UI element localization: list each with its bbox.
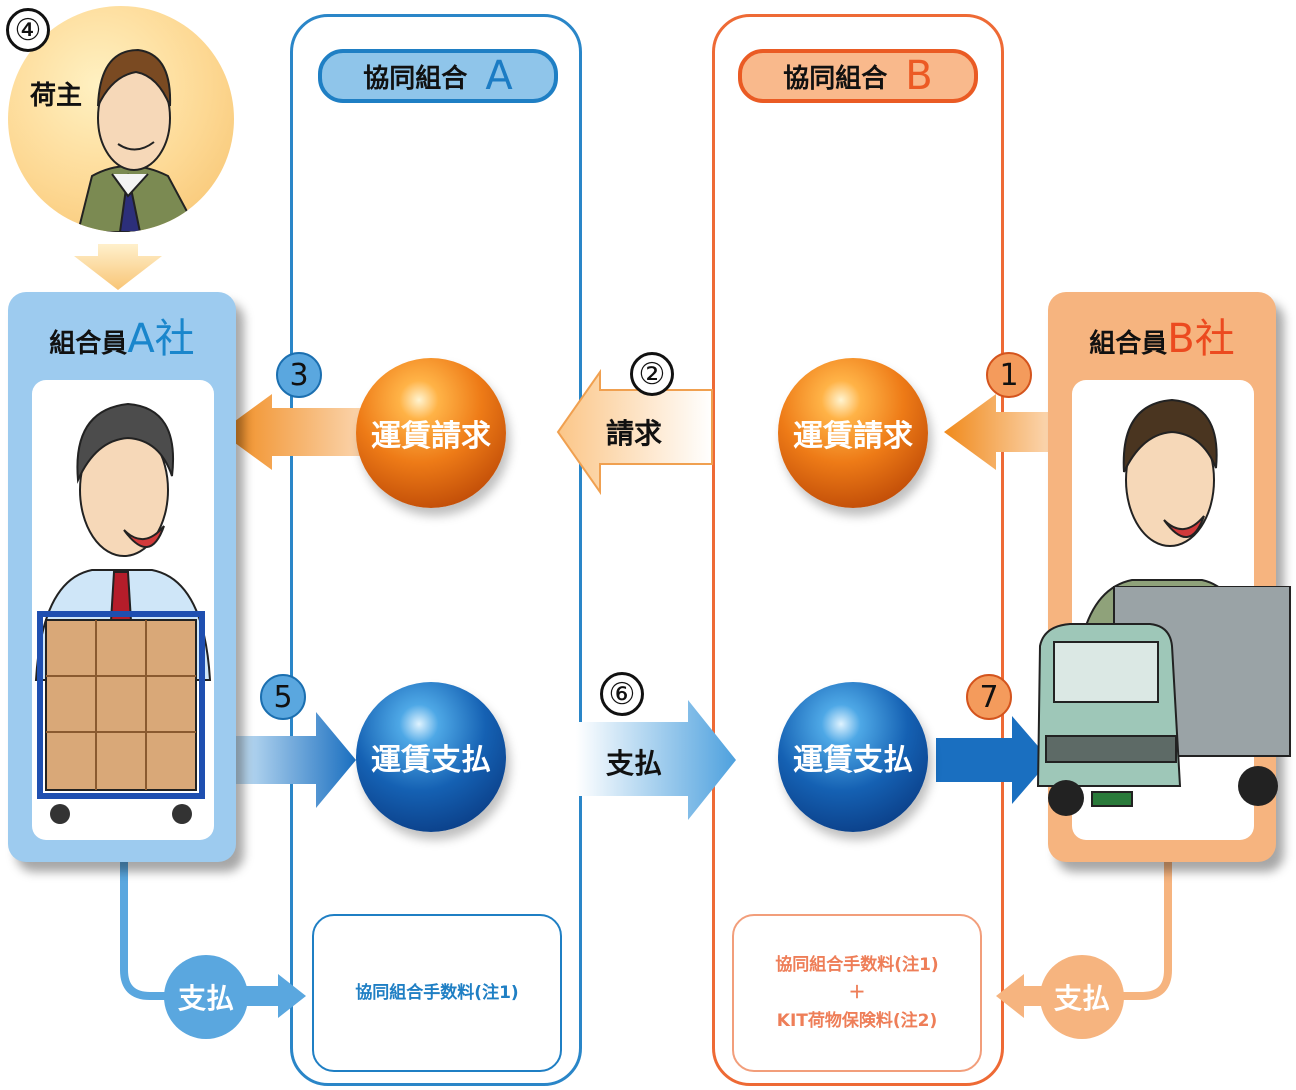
fee-arrow-b bbox=[996, 974, 1044, 1018]
payment-sphere-a: 運賃支払 bbox=[356, 682, 506, 832]
member-a-prefix: 組合員 bbox=[49, 329, 128, 359]
shipper-label: 荷主 bbox=[30, 81, 83, 111]
member-a-title: 組合員A社 bbox=[8, 306, 236, 364]
member-a-illustration bbox=[32, 380, 214, 840]
coop-a-header: 協同組合 A bbox=[318, 49, 558, 103]
step-5-badge: 5 bbox=[260, 674, 306, 720]
payment-sphere-b: 運賃支払 bbox=[778, 682, 928, 832]
billing-sphere-a: 運賃請求 bbox=[356, 358, 506, 508]
payment-arrow-a bbox=[236, 712, 356, 808]
shipper-circle bbox=[8, 6, 234, 232]
coop-b-lane bbox=[712, 14, 1004, 1086]
step-6-badge: ⑥ bbox=[600, 672, 644, 716]
payment-arrow-b bbox=[936, 716, 1050, 804]
invoice-label: 請求 bbox=[606, 417, 663, 450]
member-b-prefix: 組合員 bbox=[1089, 329, 1168, 359]
coop-b-letter: B bbox=[905, 53, 933, 99]
fee-connector-a bbox=[120, 862, 170, 1000]
member-a-panel: 組合員A社 bbox=[8, 292, 236, 862]
billing-arrow-a bbox=[220, 394, 365, 470]
payment-middle-arrow bbox=[576, 700, 736, 820]
coop-a-letter: A bbox=[485, 53, 513, 99]
shipper-businessman-icon bbox=[76, 48, 200, 232]
step-4-badge: ④ bbox=[6, 8, 50, 52]
fee-note-a-text: 協同組合手数料(注1) bbox=[355, 983, 519, 1003]
invoice-middle-arrow bbox=[556, 368, 713, 496]
fee-note-b-line2: KIT荷物保険料(注2) bbox=[776, 1011, 938, 1031]
billing-sphere-b: 運賃請求 bbox=[778, 358, 928, 508]
fee-connector-b bbox=[1120, 862, 1172, 1000]
coop-a-prefix: 協同組合 bbox=[363, 63, 468, 94]
fee-note-b-line1: 協同組合手数料(注1) bbox=[775, 955, 939, 975]
payment-label: 支払 bbox=[606, 747, 663, 780]
fee-note-b: 協同組合手数料(注1) ＋ KIT荷物保険料(注2) bbox=[732, 914, 982, 1072]
fee-note-a: 協同組合手数料(注1) bbox=[312, 914, 562, 1072]
member-b-company: B社 bbox=[1167, 316, 1235, 362]
coop-b-header: 協同組合 B bbox=[738, 49, 978, 103]
step-7-badge: 7 bbox=[966, 674, 1012, 720]
step-3-badge: 3 bbox=[276, 352, 322, 398]
member-b-title: 組合員B社 bbox=[1048, 306, 1276, 364]
billing-arrow-b bbox=[944, 394, 1050, 470]
shipper-down-arrow bbox=[74, 244, 162, 290]
pay-circle-b: 支払 bbox=[1040, 955, 1124, 1039]
coop-a-lane bbox=[290, 14, 582, 1086]
step-2-badge: ② bbox=[630, 352, 674, 396]
pay-circle-a: 支払 bbox=[164, 955, 248, 1039]
fee-arrow-a bbox=[246, 974, 306, 1018]
cart-boxes-icon bbox=[37, 611, 205, 824]
fee-note-b-plus: ＋ bbox=[848, 983, 866, 1003]
coop-b-prefix: 協同組合 bbox=[783, 63, 888, 94]
step-1-badge: 1 bbox=[986, 352, 1032, 398]
member-a-company: A社 bbox=[127, 316, 195, 362]
truck-icon bbox=[1036, 586, 1291, 816]
